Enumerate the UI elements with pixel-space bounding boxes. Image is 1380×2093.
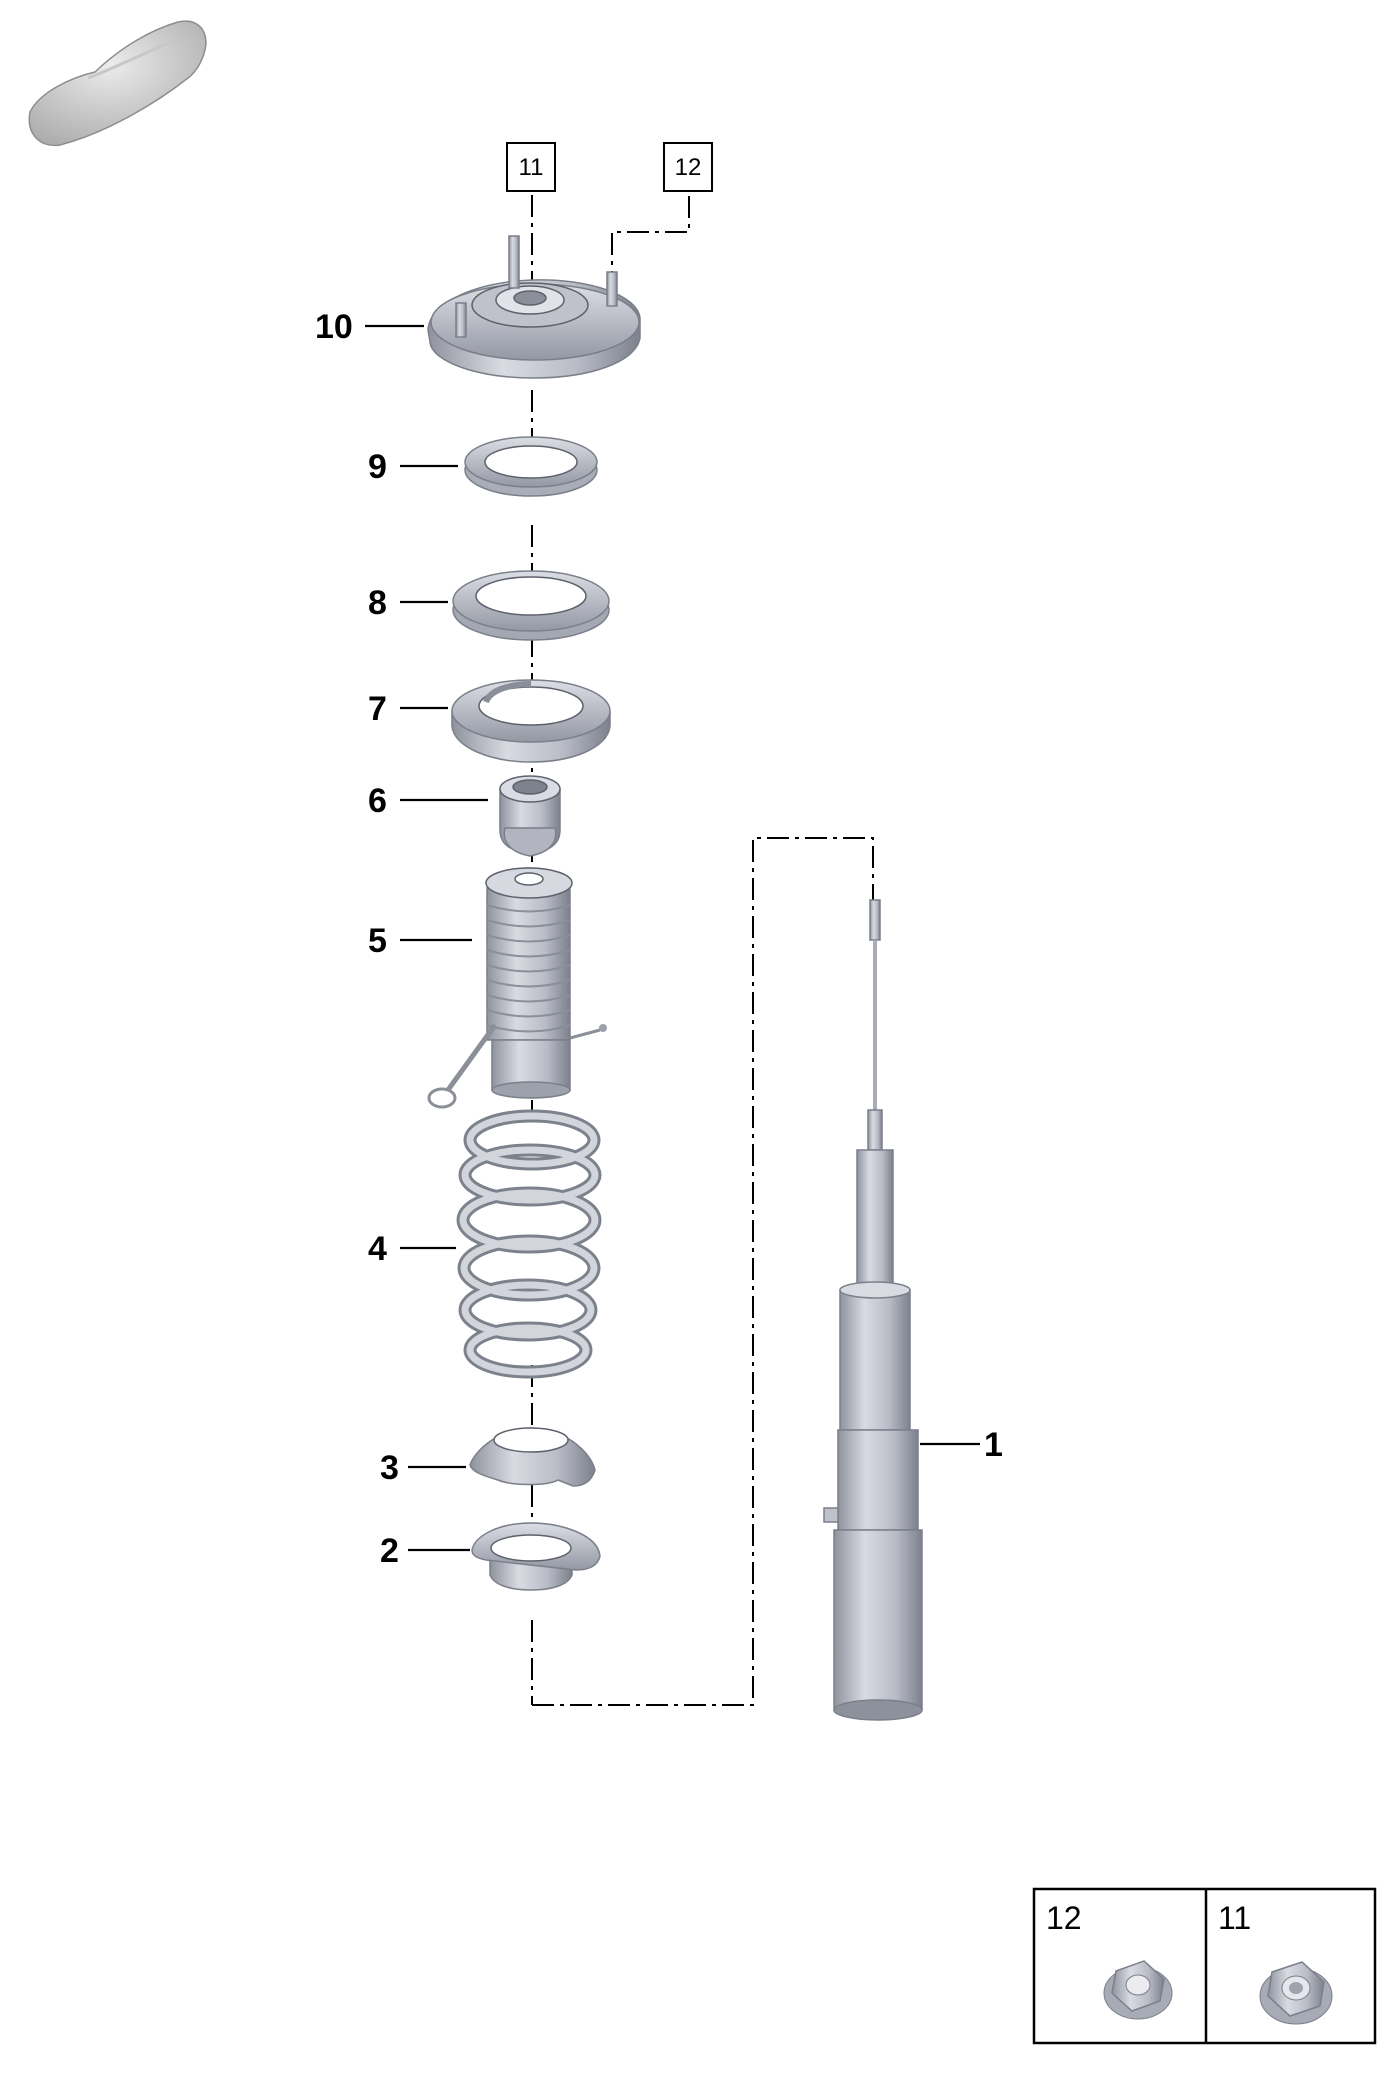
spring-pad <box>452 570 610 641</box>
protective-boot <box>427 867 607 1109</box>
svg-text:11: 11 <box>519 154 544 181</box>
shock-absorber <box>823 899 923 1721</box>
lower-spring-seat <box>469 1427 596 1487</box>
callout-8: 8 <box>368 584 387 622</box>
car-silhouette-icon <box>28 20 207 147</box>
svg-text:12: 12 <box>675 154 702 181</box>
coil-spring <box>456 1109 602 1379</box>
callout-1: 1 <box>984 1426 1003 1464</box>
strut-mount <box>427 235 641 379</box>
callout-6: 6 <box>368 782 387 820</box>
legend-label-12: 12 <box>1046 1900 1082 1936</box>
boxed-reference-11: 11 <box>506 142 556 192</box>
callout-9: 9 <box>368 448 387 486</box>
bump-stop <box>499 775 561 857</box>
upper-spring-seat <box>451 679 611 763</box>
callout-5: 5 <box>368 922 387 960</box>
bearing-ring <box>464 436 598 497</box>
legend-label-11: 11 <box>1218 1900 1251 1936</box>
callout-3: 3 <box>380 1449 399 1487</box>
callout-10: 10 <box>315 308 353 346</box>
spring-seat-adapter <box>471 1522 601 1591</box>
boxed-reference-12: 12 <box>663 142 713 192</box>
hex-flange-nut-icon <box>1259 1961 1333 2025</box>
small-parts-legend: 12 11 <box>1032 1887 1377 2045</box>
callout-2: 2 <box>380 1532 399 1570</box>
callout-7: 7 <box>368 690 387 728</box>
leader-lines <box>365 324 980 1552</box>
hex-flange-nut-icon <box>1103 1960 1173 2020</box>
callout-labels: 10 9 8 7 6 5 4 3 2 1 <box>315 308 1003 1570</box>
callout-4: 4 <box>368 1230 387 1268</box>
